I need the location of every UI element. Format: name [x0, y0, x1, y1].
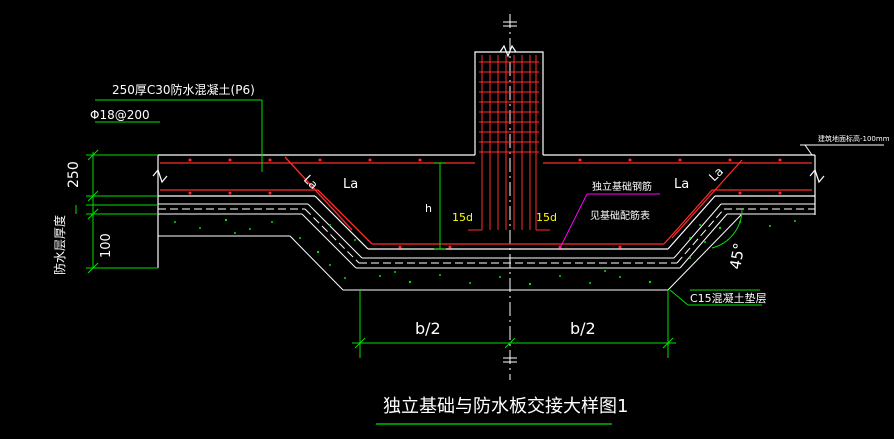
slab-spec-text: 250厚C30防水混凝土(P6): [112, 82, 255, 97]
d15-right: 15d: [536, 211, 557, 224]
concrete-outline: [152, 154, 825, 268]
found-rebar-leader: [559, 193, 660, 249]
h-label: h: [425, 202, 432, 215]
slab-spec-leader: [95, 99, 263, 172]
slab-hatch: [329, 224, 701, 241]
left-dimensions: [75, 149, 158, 274]
la-left: La: [343, 177, 358, 192]
bottom-dimension: [352, 290, 676, 358]
c15-label: C15混凝土垫层: [690, 291, 767, 305]
rebar-dots: [188, 158, 782, 249]
la-left-slope: La: [301, 172, 321, 192]
rebar-spec-text: Φ18@200: [90, 108, 150, 122]
c15-leader: [669, 289, 762, 306]
slab-rebar: [160, 156, 812, 245]
d15-left: 15d: [452, 211, 473, 224]
waterproof-layers: [158, 203, 815, 291]
dim-250-label: 250: [66, 161, 82, 188]
drawing-title: 独立基础与防水板交接大样图1: [383, 396, 628, 417]
found-rebar-label: 独立基础钢筋: [592, 180, 652, 193]
b-half-right: b/2: [570, 319, 596, 338]
angle-label: 45°: [726, 241, 748, 270]
column-rebar: [468, 55, 550, 231]
la-right: La: [674, 177, 689, 192]
b-half-left: b/2: [415, 319, 441, 338]
center-axis: [503, 14, 517, 380]
h-dimension: [434, 162, 446, 250]
waterproof-thickness-label: 防水层厚度: [52, 215, 67, 275]
angle-mark: [690, 209, 760, 291]
dim-100-label: 100: [99, 233, 114, 258]
top-note: 建筑地面标高-100mm: [818, 134, 890, 143]
column: [474, 44, 544, 155]
top-note-leader: [800, 144, 884, 156]
cushion-hatch: [174, 218, 796, 286]
found-rebar-note: 见基础配筋表: [590, 209, 650, 222]
